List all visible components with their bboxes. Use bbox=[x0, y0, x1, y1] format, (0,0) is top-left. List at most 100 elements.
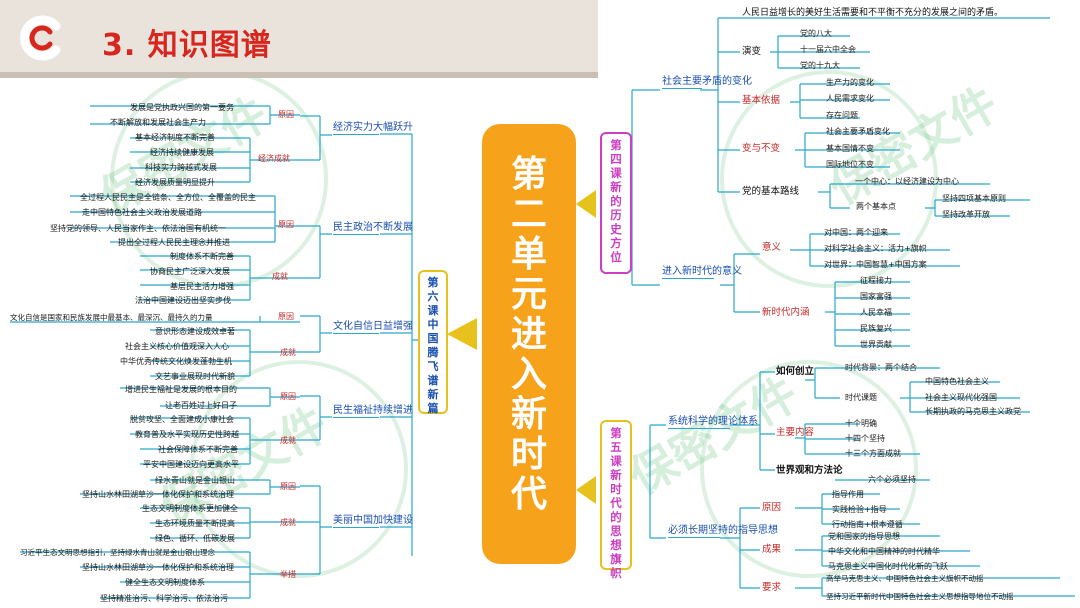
leaf-item: 法治中国建设迈出坚实步伐 bbox=[135, 296, 231, 305]
method-label: 世界观和方法论 bbox=[776, 465, 843, 476]
leaf-item: 行动指南+根本遵循 bbox=[832, 520, 903, 529]
leaf-item: 社会主义现代化强国 bbox=[925, 393, 997, 402]
leaf-item: 对世界：中国智慧+中国方案 bbox=[824, 260, 927, 269]
content-label: 主要内容 bbox=[776, 427, 815, 438]
leaf-item: 坚持习近平新时代中国特色社会主义思想指导地位不动摇 bbox=[826, 592, 1014, 601]
basis-label: 基本依据 bbox=[742, 95, 781, 106]
leaf-item: 绿色、循环、低碳发展 bbox=[155, 534, 235, 543]
section-new-era-significance: 进入新时代的意义 bbox=[662, 266, 742, 279]
leaf-item: 让老百姓过上好日子 bbox=[165, 401, 237, 410]
label-reason: 原因 bbox=[280, 392, 296, 401]
leaf-item: 社会主要矛盾变化 bbox=[826, 127, 890, 136]
leaf-item: 人民幸福 bbox=[860, 308, 892, 317]
watermark-ring bbox=[720, 70, 938, 288]
creation-label: 如何创立 bbox=[776, 366, 815, 377]
contradiction-text: 人民日益增长的美好生活需要和不平衡不充分的发展之间的矛盾。 bbox=[742, 8, 1004, 18]
leaf-item: 两个基本点 bbox=[856, 202, 896, 211]
leaf-item: 生态环境质量不断提高 bbox=[155, 519, 235, 528]
leaf-item: 科技实力跨越式发展 bbox=[145, 163, 217, 172]
lesson6-box: 第六课中国腾飞谱新篇 bbox=[418, 270, 448, 415]
lesson6-title: 第六课中国腾飞谱新篇 bbox=[427, 276, 439, 415]
leaf-item: 教育普及水平实现历史性跨越 bbox=[135, 430, 239, 439]
leaf-item: 坚持山水林田湖草沙一体化保护和系统治理 bbox=[82, 490, 234, 499]
leaf-item: 长期执政的马克思主义政党 bbox=[925, 407, 1021, 416]
leaf-item: 国家富强 bbox=[860, 292, 892, 301]
section-guiding-thought: 必须长期坚持的指导思想 bbox=[668, 525, 778, 538]
leaf-item: 走中国特色社会主义政治发展道路 bbox=[82, 208, 202, 217]
change-label: 变与不变 bbox=[742, 143, 781, 154]
significance-label: 意义 bbox=[762, 242, 782, 253]
unit-title: 第二单元进入新时代 bbox=[510, 153, 547, 515]
watermark-ring bbox=[700, 360, 918, 578]
leaf-item: 增进民生福祉是发展的根本目的 bbox=[125, 385, 237, 394]
leaf-item: 世界贡献 bbox=[860, 340, 892, 349]
lesson4-title: 第四课新的历史方位 bbox=[610, 138, 622, 264]
leaf-item: 时代课题 bbox=[845, 393, 877, 402]
leaf-item: 指导作用 bbox=[832, 490, 864, 499]
leaf-item: 高举马克思主义、中国特色社会主义旗帜不动摇 bbox=[826, 574, 984, 583]
leaf-item: 生产力的变化 bbox=[826, 78, 874, 87]
leaf-item: 社会主义核心价值观深入人心 bbox=[125, 342, 229, 351]
leaf-item: 意识形态建设成效卓著 bbox=[155, 327, 235, 336]
leaf-item: 党的八大 bbox=[800, 29, 832, 38]
leaf-item: 文艺事业展现时代新貌 bbox=[155, 372, 235, 381]
leaf-item: 对中国：两个迎来 bbox=[824, 228, 888, 237]
leaf-item: 基层民主活力增强 bbox=[170, 282, 234, 291]
leaf-item: 中华优秀传统文化焕发蓬勃生机 bbox=[120, 357, 232, 366]
leaf-item: 对科学社会主义：活力+旗帜 bbox=[824, 244, 927, 253]
watermark-ring bbox=[190, 360, 408, 578]
leaf-item: 党的十九大 bbox=[800, 61, 840, 70]
header-stripe bbox=[0, 72, 598, 78]
topic-economy: 经济实力大幅跃升 bbox=[333, 122, 413, 135]
leaf-item: 文化自信是国家和民族发展中最基本、最深沉、最持久的力量 bbox=[10, 313, 213, 322]
leaf-item: 十三个方面成就 bbox=[845, 449, 901, 458]
header-bar bbox=[0, 0, 598, 78]
leaf-item: 基本经济制度不断完善 bbox=[135, 133, 215, 142]
label-achievement: 经济成就 bbox=[258, 154, 290, 163]
label-achievement: 成就 bbox=[280, 436, 296, 445]
basic-line-label: 党的基本路线 bbox=[742, 186, 800, 197]
section-main-contradiction: 社会主要矛盾的变化 bbox=[662, 76, 752, 89]
leaf-item: 生态文明制度体系更加健全 bbox=[142, 504, 238, 513]
leaf-item: 健全生态文明制度体系 bbox=[125, 578, 205, 587]
page-title: 3. 知识图谱 bbox=[102, 28, 272, 63]
leaf-item: 绿水青山就是金山银山 bbox=[155, 476, 235, 485]
leaf-item: 坚持改革开放 bbox=[942, 210, 990, 219]
section-theory-system: 系统科学的理论体系 bbox=[668, 416, 758, 429]
connotation-label: 新时代内涵 bbox=[762, 307, 810, 318]
leaf-item: 全过程人民民主是全链条、全方位、全覆盖的民主 bbox=[80, 193, 256, 202]
leaf-item: 基本国情不变 bbox=[826, 144, 874, 153]
leaf-item: 发展是党执政兴国的第一要务 bbox=[130, 103, 234, 112]
leaf-item: 制度体系不断完善 bbox=[170, 252, 234, 261]
leaf-item: 经济持续健康发展 bbox=[150, 148, 214, 157]
label-reason: 原因 bbox=[278, 110, 294, 119]
topic-livelihood: 民生福祉持续增进 bbox=[333, 405, 413, 418]
leaf-item: 人民需求变化 bbox=[826, 94, 874, 103]
lesson4-box: 第四课新的历史方位 bbox=[600, 132, 632, 274]
leaf-item: 十个明确 bbox=[845, 419, 877, 428]
requirement-label: 要求 bbox=[762, 582, 782, 593]
label-measure: 举措 bbox=[280, 570, 296, 579]
lesson5-title: 第五课新时代的思想旗帜 bbox=[610, 426, 622, 580]
label-reason: 原因 bbox=[280, 482, 296, 491]
evolution-label: 演变 bbox=[742, 46, 762, 57]
leaf-item: 坚持精准治污、科学治污、依法治污 bbox=[100, 594, 228, 603]
leaf-item: 习近平生态文明思想指引，坚持绿水青山就是金山银山理念 bbox=[20, 548, 215, 557]
leaf-item: 坚持山水林田湖草沙一体化保护和系统治理 bbox=[82, 563, 234, 572]
leaf-item: 脱贫攻坚、全面建成小康社会 bbox=[130, 415, 234, 424]
label-achievement: 成就 bbox=[272, 272, 288, 281]
lesson5-box: 第五课新时代的思想旗帜 bbox=[600, 420, 632, 580]
leaf-item: 中国特色社会主义 bbox=[925, 377, 989, 386]
reason-label: 原因 bbox=[762, 502, 782, 513]
leaf-item: 民族复兴 bbox=[860, 324, 892, 333]
leaf-item: 坚持党的领导、人民当家作主、依法治国有机统一 bbox=[50, 224, 226, 233]
logo-icon bbox=[20, 15, 61, 61]
topic-culture: 文化自信日益增强 bbox=[333, 321, 413, 334]
result-label: 成果 bbox=[762, 544, 782, 555]
leaf-item: 实践检验+指导 bbox=[832, 505, 887, 514]
leaf-item: 协商民主广泛深入发展 bbox=[150, 267, 230, 276]
leaf-item: 马克思主义中国化时代化新的飞跃 bbox=[828, 562, 948, 571]
leaf-item: 不断解放和发展社会生产力 bbox=[110, 118, 206, 127]
